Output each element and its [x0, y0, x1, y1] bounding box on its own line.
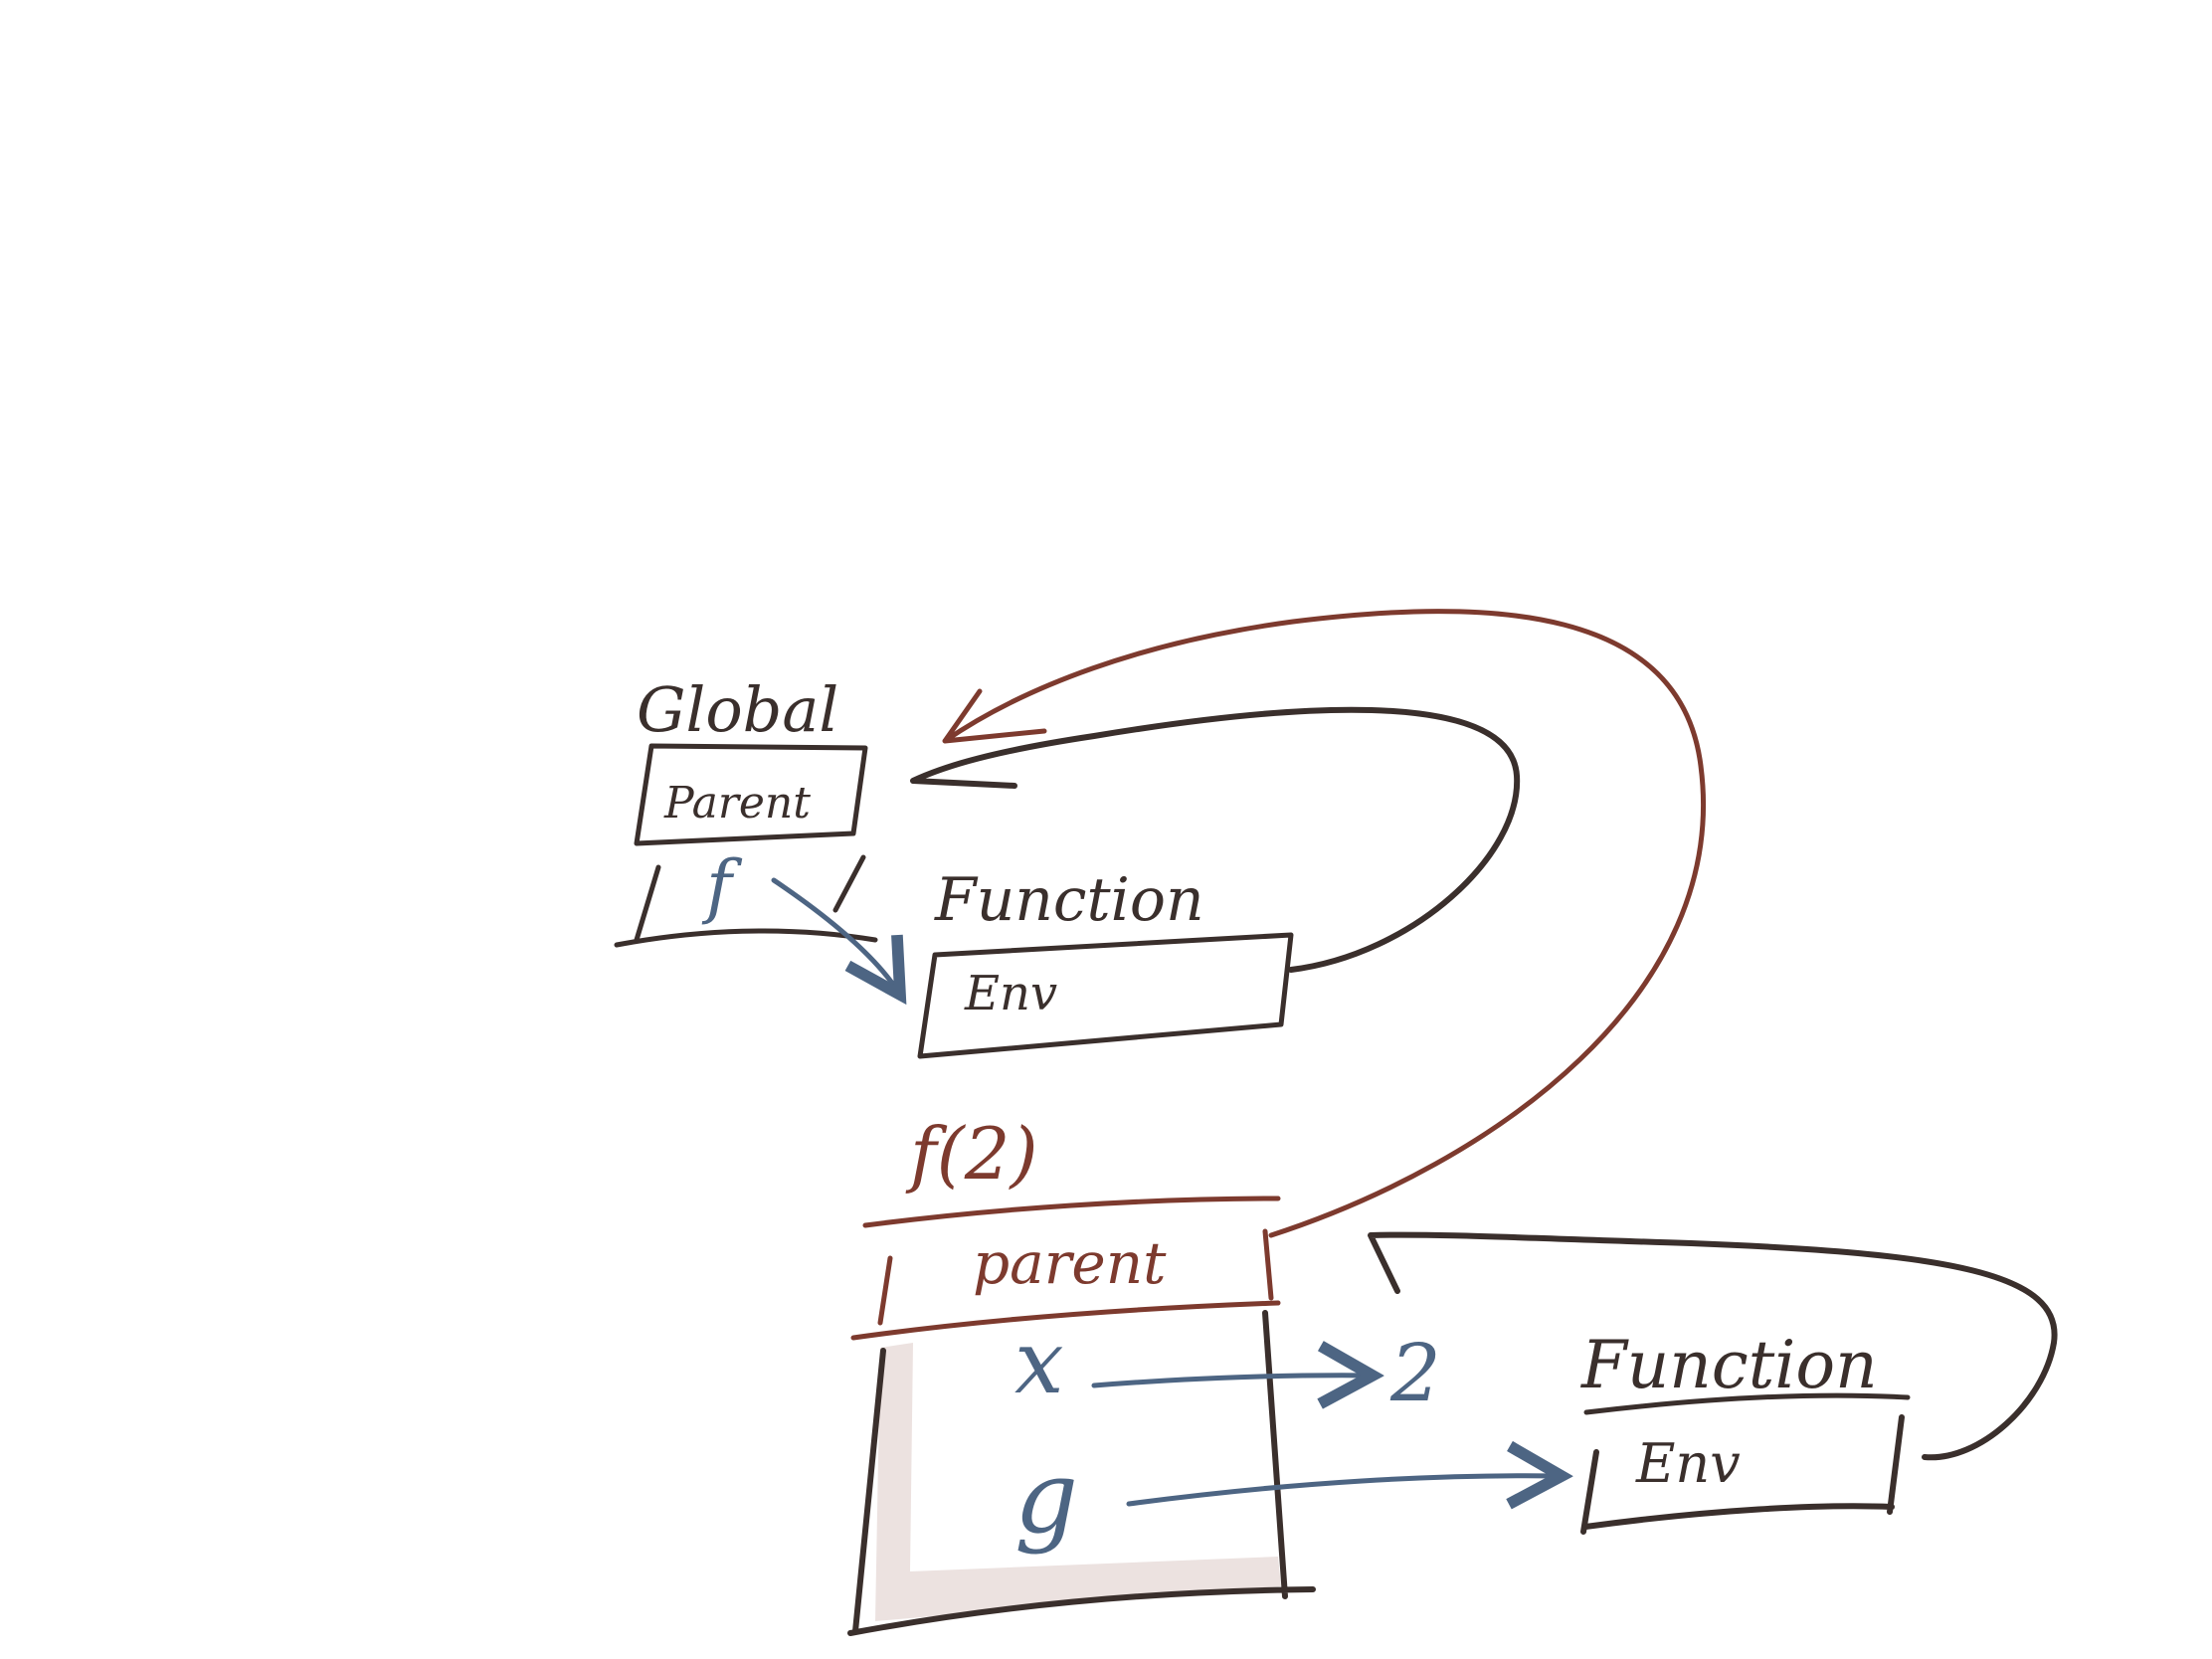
function-2-title-underline: [1583, 1392, 1911, 1415]
function-2-env-label: Env: [1635, 1432, 1741, 1495]
call-frame-binding-x-value: 2: [1389, 1327, 1441, 1419]
x-to-value-arrow: [1091, 1376, 1373, 1385]
function-1-env-box: [917, 932, 1294, 1059]
function-object-2: Function Env: [1580, 1327, 1911, 1535]
global-binding-f: f: [701, 845, 743, 927]
call-frame-title: f(2): [905, 1112, 1038, 1196]
global-parent-label: Parent: [663, 778, 811, 829]
function-2-env-box: [1580, 1414, 1905, 1535]
global-parent-slot-box: [634, 743, 868, 846]
call-frame-parent-to-global-arrow: [942, 609, 1706, 1238]
g-to-function-2-arrow: [1126, 1476, 1562, 1504]
function-2-title: Function: [1580, 1327, 1878, 1403]
call-frame-shade: [875, 1343, 1281, 1621]
call-frame-parent-label: parent: [973, 1229, 1167, 1297]
function-object-1: Function Env: [917, 865, 1294, 1059]
global-f-to-function-arrow: [771, 877, 900, 995]
call-frame-f2: f(2) parent x 2 g: [847, 1112, 1562, 1636]
function-1-env-to-global-arrow: [910, 706, 1521, 973]
function-1-title: Function: [934, 865, 1204, 935]
function-2-env-to-call-frame-arrow: [1368, 1231, 2058, 1461]
call-frame-binding-g-name: g: [1014, 1439, 1078, 1556]
call-frame-binding-x-name: x: [1014, 1311, 1064, 1413]
call-frame-parent-slot: [850, 1196, 1281, 1341]
global-frame-body: [614, 854, 878, 948]
global-frame: Global Parent f: [614, 673, 878, 948]
global-frame-title: Global: [637, 673, 838, 746]
call-frame-body: [847, 1310, 1316, 1636]
function-1-env-label: Env: [964, 966, 1057, 1021]
